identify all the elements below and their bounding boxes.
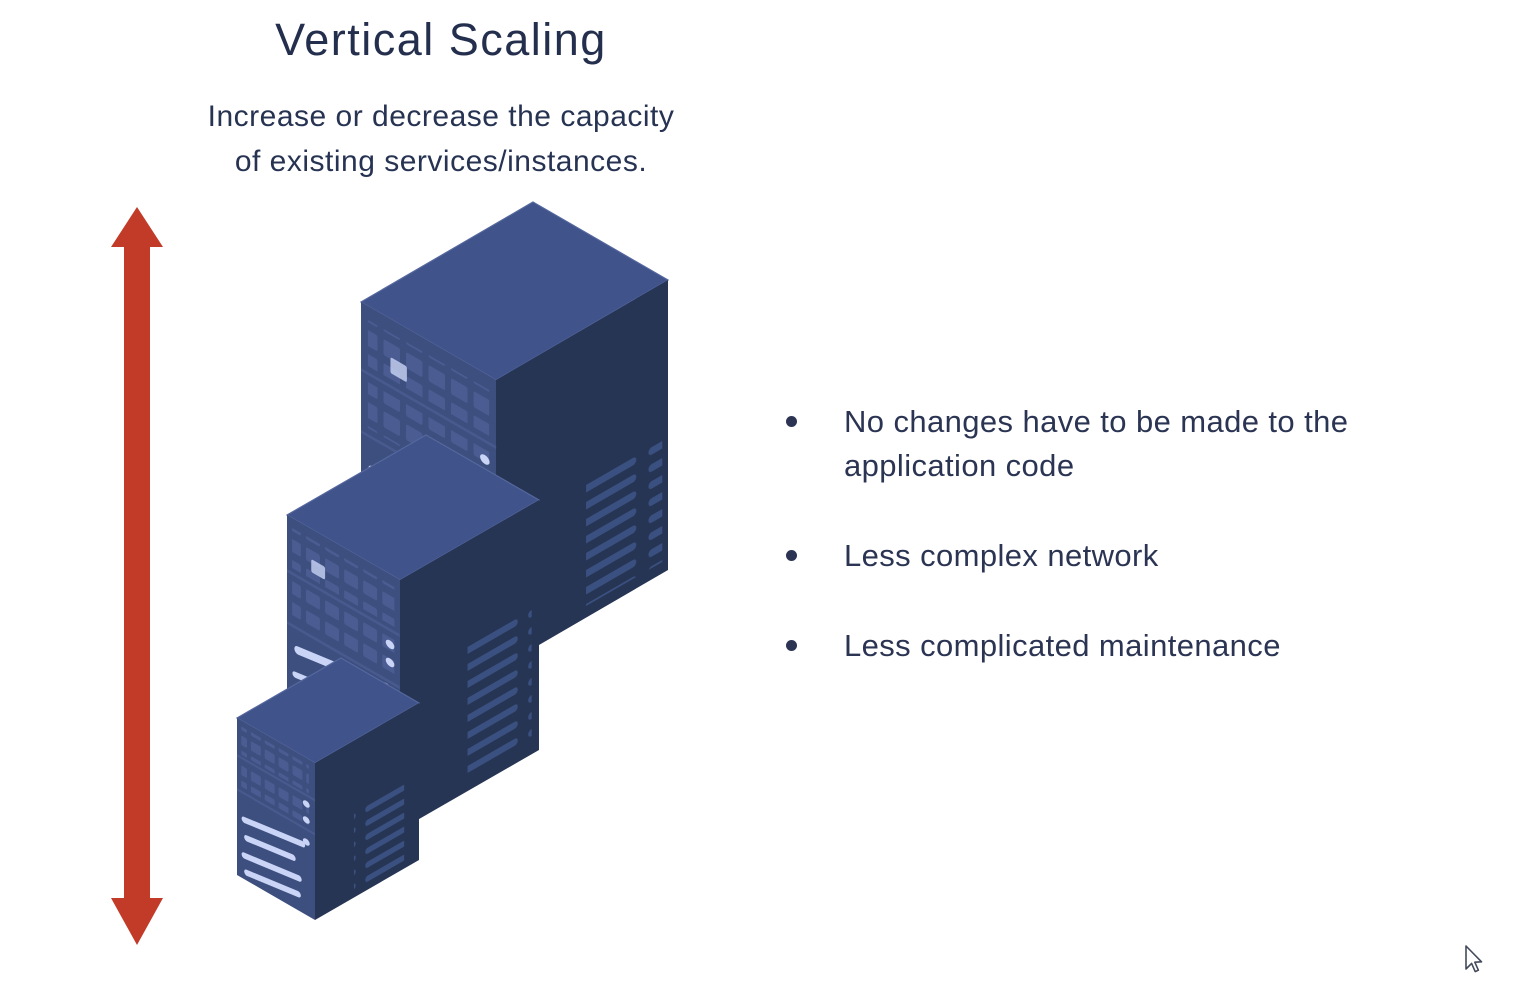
bullet-item: Less complex network — [760, 534, 1490, 578]
mouse-pointer-icon — [1465, 945, 1483, 973]
bullet-item: Less complicated maintenance — [760, 624, 1490, 668]
page-title: Vertical Scaling — [275, 14, 607, 65]
subtitle-line-2: of existing services/instances. — [234, 145, 648, 178]
subtitle: Increase or decrease the capacity of exi… — [71, 94, 811, 184]
subtitle-line-1: Increase or decrease the capacity — [207, 100, 675, 133]
bullet-dot — [786, 550, 797, 561]
bullet-text: application code — [844, 448, 1075, 483]
bullet-dot — [786, 416, 797, 427]
isometric-server-stack-icon — [111, 201, 670, 945]
bullet-item: No changes have to be made to the applic… — [760, 400, 1490, 488]
bullet-dot — [786, 640, 797, 651]
double-headed-vertical-arrow-icon — [111, 207, 163, 945]
bullet-list: No changes have to be made to the applic… — [760, 400, 1490, 714]
server-small — [235, 657, 421, 920]
bullet-text: Less complex network — [844, 538, 1159, 573]
bullet-text: No changes have to be made to the — [844, 404, 1349, 439]
bullet-text: Less complicated maintenance — [844, 628, 1281, 663]
